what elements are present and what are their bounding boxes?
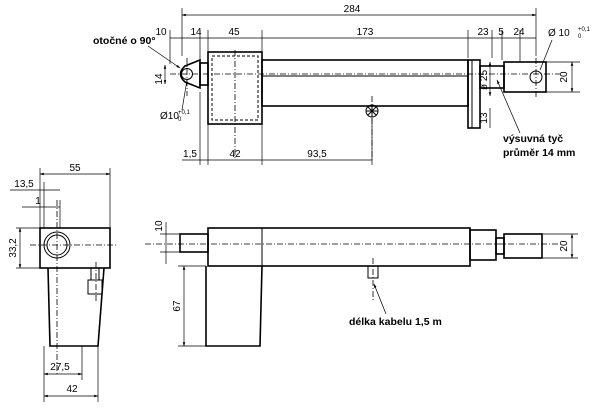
dim-173: 173: [357, 27, 374, 38]
leader-rotated: [147, 45, 181, 69]
leader-right-hole: [539, 39, 553, 71]
dim-13: 13: [479, 112, 490, 124]
dim-45: 45: [228, 27, 240, 38]
dim-93-5: 93,5: [307, 149, 327, 160]
dim-55: 55: [69, 163, 81, 174]
dim-284: 284: [344, 4, 361, 15]
dim-67: 67: [172, 300, 183, 312]
dim-25: ø 25: [479, 70, 490, 90]
side-tube: [207, 227, 471, 267]
side-rod-end: [503, 233, 543, 259]
end-ext-top: [39, 168, 111, 228]
dim-20-top: 20: [559, 71, 570, 83]
hole-left-label: Ø10: [160, 111, 179, 122]
side-ext-10: [160, 233, 180, 253]
end-body: [39, 227, 111, 269]
end-gland-nut: [87, 279, 103, 295]
tol-right-lower: 0: [578, 34, 582, 40]
dim-42-top: 42: [229, 149, 241, 160]
dim-10-side: 10: [154, 220, 165, 232]
note-rotated: otočné o 90°: [93, 35, 156, 47]
note-cable: délka kabelu 1,5 m: [349, 316, 442, 328]
ext-bottom: [199, 92, 373, 165]
hole-right-label: Ø 10: [548, 28, 570, 39]
ext-20-top: [546, 61, 580, 93]
leader-cable: [373, 283, 387, 315]
dim-10: 10: [155, 27, 167, 38]
tube: [261, 59, 469, 107]
side-rear-eye: [179, 233, 209, 253]
note-rod-1: výsuvná tyč: [503, 133, 563, 145]
dim-23: 23: [477, 27, 489, 38]
side-motor: [205, 265, 263, 347]
end-gland: [90, 267, 100, 281]
dim-24: 24: [513, 27, 525, 38]
note-rod-2: průměr 14 mm: [503, 147, 575, 159]
dim-42-end: 42: [66, 384, 78, 395]
ext-lines-top: [169, 8, 537, 64]
side-view: 10 20 67 délka kabelu 1,5 m: [145, 220, 578, 347]
front-collar: [467, 59, 481, 129]
dim-5: 5: [498, 27, 504, 38]
tol-left-upper: +0,1: [178, 110, 191, 116]
leader-left-hole: [181, 79, 188, 111]
dim-1: 1: [35, 196, 41, 207]
top-view: 284 10 14 45 173 23 5 24 14 ø 25 13 20 Ø…: [93, 4, 591, 165]
end-base: [47, 267, 105, 347]
dim-1-5: 1,5: [183, 149, 197, 160]
dim-20-side: 20: [559, 240, 570, 252]
dim-14-side: 14: [154, 73, 165, 85]
left-clevis: [179, 58, 201, 90]
tol-left-lower: 0: [178, 117, 182, 123]
end-view: 55 13,5 1 33,2 27,5 42: [8, 163, 118, 402]
rod-end: [503, 61, 547, 93]
end-ext-left: [16, 227, 48, 269]
tol-right-upper: +0,1: [578, 27, 591, 33]
dim-33-2: 33,2: [8, 238, 19, 258]
dim-27-5: 27,5: [50, 362, 70, 373]
side-rod: [495, 237, 505, 255]
leader-rod: [496, 79, 521, 134]
side-collar: [469, 229, 497, 261]
dim-13-5: 13,5: [14, 179, 34, 190]
side-ext-67: [178, 265, 206, 347]
dim-14-top: 14: [190, 27, 202, 38]
